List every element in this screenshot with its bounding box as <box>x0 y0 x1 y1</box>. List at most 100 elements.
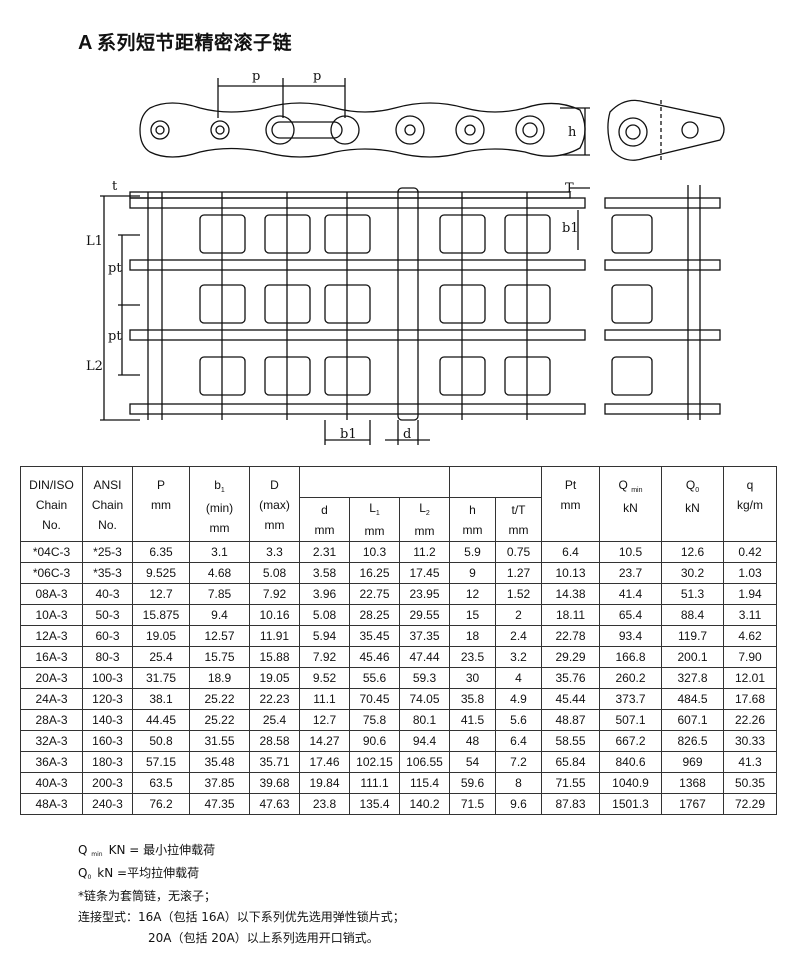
table-cell: 1368 <box>661 772 725 794</box>
table-cell: 3.11 <box>723 604 778 626</box>
table-cell: 969 <box>661 751 725 773</box>
table-cell: 2.4 <box>495 625 543 647</box>
table-cell: 5.94 <box>299 625 350 647</box>
table-cell: 28A-3 <box>20 709 83 731</box>
table-cell: 41.3 <box>723 751 778 773</box>
table-cell: 25.22 <box>189 688 250 710</box>
table-cell: 9.6 <box>495 793 543 815</box>
table-cell: 11.91 <box>249 625 300 647</box>
note-connection-1: 连接型式：16A（包括 16A）以下系列优先选用弹性锁片式； <box>78 910 405 924</box>
table-cell: 7.2 <box>495 751 543 773</box>
table-cell: 15.88 <box>249 646 300 668</box>
table-cell: 17.45 <box>398 562 451 584</box>
table-cell: 17.46 <box>299 751 350 773</box>
table-cell: 4 <box>495 667 543 689</box>
table-cell: 35.8 <box>449 688 497 710</box>
table-cell: 40A-3 <box>20 772 83 794</box>
table-cell: 90.6 <box>349 730 400 752</box>
table-cell: 76.2 <box>132 793 190 815</box>
table-cell: 14.27 <box>299 730 350 752</box>
table-cell: 18 <box>449 625 497 647</box>
table-cell: 120-3 <box>82 688 133 710</box>
table-cell: 2 <box>495 604 543 626</box>
table-cell: 71.55 <box>541 772 601 794</box>
table-cell: 15.75 <box>189 646 250 668</box>
table-cell: 484.5 <box>661 688 725 710</box>
table-cell: 5.08 <box>249 562 300 584</box>
label-h: h <box>568 125 577 140</box>
table-cell: 51.3 <box>661 583 725 605</box>
header-group-blank-1 <box>298 466 451 498</box>
table-cell: 22.26 <box>723 709 778 731</box>
table-cell: 28.25 <box>349 604 400 626</box>
table-cell: 6.4 <box>495 730 543 752</box>
table-cell: 667.2 <box>599 730 663 752</box>
table-cell: 9 <box>449 562 497 584</box>
table-cell: 7.85 <box>189 583 250 605</box>
table-cell: 15 <box>449 604 497 626</box>
table-cell: 12A-3 <box>20 625 83 647</box>
table-cell: 23.5 <box>449 646 497 668</box>
note-star: *链条为套筒链，无滚子； <box>78 889 217 903</box>
table-cell: 12.7 <box>299 709 350 731</box>
table-cell: 35.48 <box>189 751 250 773</box>
table-cell: 58.55 <box>541 730 601 752</box>
table-cell: 23.7 <box>599 562 663 584</box>
table-cell: 7.92 <box>299 646 350 668</box>
table-cell: 607.1 <box>661 709 725 731</box>
header-b1: b1(min)mm <box>189 466 250 542</box>
table-cell: 840.6 <box>599 751 663 773</box>
title-latin: A <box>78 32 93 54</box>
table-cell: 14.38 <box>541 583 601 605</box>
table-cell: 29.55 <box>398 604 451 626</box>
table-cell: 4.62 <box>723 625 778 647</box>
table-cell: 28.58 <box>249 730 300 752</box>
table-cell: 106.55 <box>398 751 451 773</box>
table-cell: 17.68 <box>723 688 778 710</box>
table-cell: 10.3 <box>349 541 400 563</box>
table-cell: 507.1 <box>599 709 663 731</box>
table-cell: 10A-3 <box>20 604 83 626</box>
table-cell: 37.35 <box>398 625 451 647</box>
table-cell: 39.68 <box>249 772 300 794</box>
table-cell: 10.16 <box>249 604 300 626</box>
table-cell: 1501.3 <box>599 793 663 815</box>
table-cell: 94.4 <box>398 730 451 752</box>
table-cell: *06C-3 <box>20 562 83 584</box>
table-cell: 15.875 <box>132 604 190 626</box>
table-cell: 57.15 <box>132 751 190 773</box>
table-cell: 22.23 <box>249 688 300 710</box>
table-cell: 25.4 <box>132 646 190 668</box>
table-cell: 11.2 <box>398 541 451 563</box>
table-cell: 54 <box>449 751 497 773</box>
table-cell: 10.5 <box>599 541 663 563</box>
chain-technical-drawing: p p h t T b1 L1 L2 pt pt b1 d <box>86 69 725 445</box>
table-cell: 140-3 <box>82 709 133 731</box>
table-cell: 45.44 <box>541 688 601 710</box>
table-cell: 6.35 <box>132 541 190 563</box>
table-cell: 25.4 <box>249 709 300 731</box>
table-cell: 72.29 <box>723 793 778 815</box>
table-cell: 32A-3 <box>20 730 83 752</box>
table-cell: 135.4 <box>349 793 400 815</box>
label-T: T <box>565 181 574 196</box>
table-cell: 48A-3 <box>20 793 83 815</box>
table-cell: 25.22 <box>189 709 250 731</box>
table-cell: 22.78 <box>541 625 601 647</box>
table-cell: 38.1 <box>132 688 190 710</box>
table-cell: 63.5 <box>132 772 190 794</box>
table-cell: 12.6 <box>661 541 725 563</box>
table-cell: 65.84 <box>541 751 601 773</box>
table-cell: 4.68 <box>189 562 250 584</box>
